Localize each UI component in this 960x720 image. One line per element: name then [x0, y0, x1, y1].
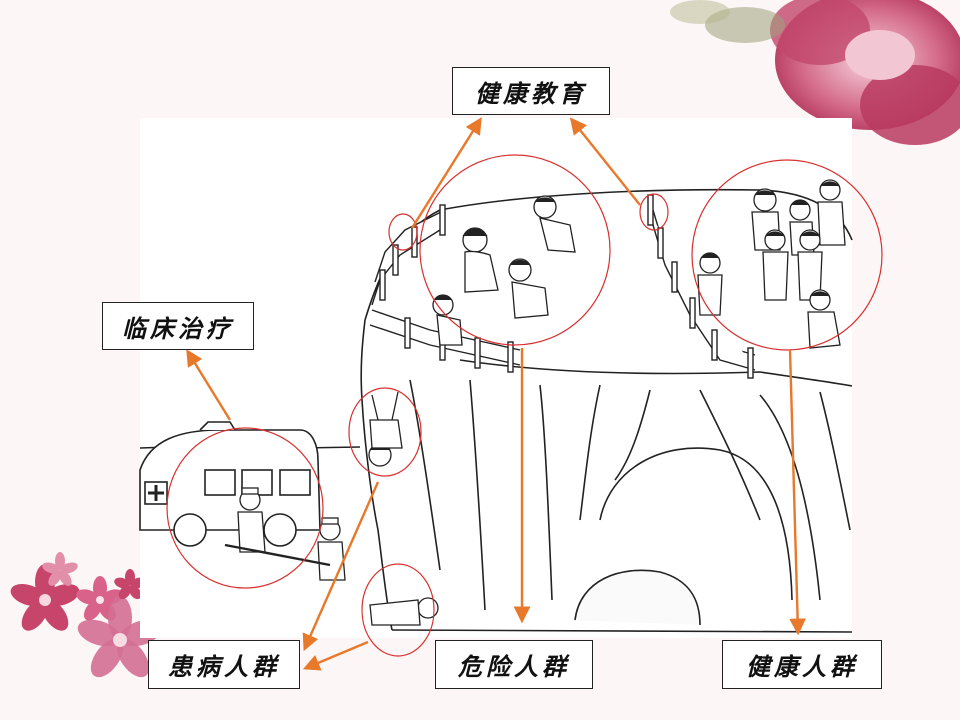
person-fallen: [369, 597, 439, 626]
arrow-to-health-education-left: [410, 117, 482, 229]
circle-healthy-group: [691, 159, 883, 351]
arrow-fallen-to-patients: [302, 640, 369, 671]
label-health-education: 健康教育: [452, 67, 610, 115]
highlight-circles: [166, 154, 883, 657]
arrow-falling-to-patients: [302, 481, 380, 652]
drawing-panel: [140, 118, 852, 638]
person-falling: [368, 391, 403, 467]
rose-decoration-top-right: [670, 0, 960, 145]
arrow-to-health-education-right: [569, 117, 641, 206]
circle-falling: [348, 387, 422, 477]
circle-ambulance: [166, 427, 324, 589]
ambulance-icon: [139, 421, 321, 547]
arrow-to-healthy-population: [788, 349, 807, 636]
label-risk-population: 危险人群: [435, 640, 593, 689]
circle-fence-right: [639, 193, 669, 231]
red-cross-icon: [144, 481, 168, 505]
label-patient-population: 患病人群: [148, 640, 300, 689]
label-clinical-treatment: 临床治疗: [102, 302, 254, 350]
arrows: [186, 117, 807, 671]
circle-risk-group: [419, 154, 611, 346]
label-healthy-population: 健康人群: [722, 640, 882, 689]
circle-fallen: [361, 563, 435, 657]
people-risk-group: [432, 195, 576, 346]
flower-decoration-bottom-left: [10, 552, 163, 678]
arrow-to-clinical-treatment: [186, 349, 232, 421]
circle-fence-left: [388, 213, 418, 251]
people-healthy-group: [697, 179, 846, 349]
